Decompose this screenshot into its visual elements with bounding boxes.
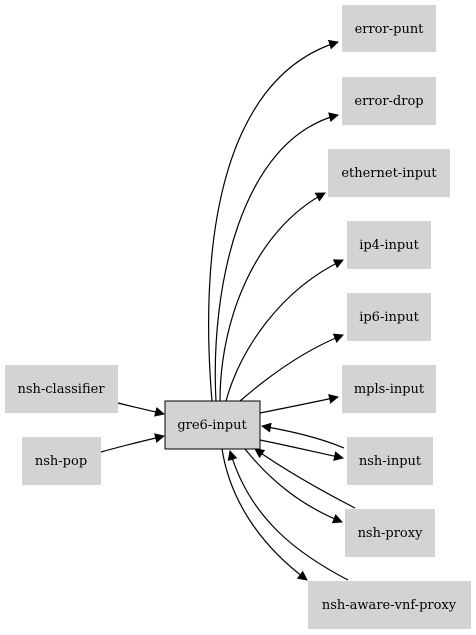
- node-nsh-aware-vnf-proxy[interactable]: nsh-aware-vnf-proxy: [308, 581, 471, 629]
- node-nsh-input[interactable]: nsh-input: [347, 437, 433, 485]
- node-box: [328, 149, 450, 197]
- node-box: [22, 437, 101, 485]
- edge-nsh-aware-vnf-proxy-to-gre6: [227, 450, 349, 581]
- edge-gre6-to-ip4-input: [225, 259, 344, 402]
- node-label: ethernet-input: [341, 166, 437, 181]
- node-label: nsh-proxy: [358, 526, 424, 541]
- edge-gre6-to-mpls-input: [259, 393, 339, 414]
- node-label: nsh-pop: [35, 454, 87, 469]
- node-box: [342, 5, 436, 52]
- node-error-drop[interactable]: error-drop: [342, 77, 436, 125]
- node-box: [345, 509, 435, 557]
- edge-gre6-to-nsh-input: [259, 439, 344, 462]
- node-label: gre6-input: [177, 418, 247, 433]
- edge-gre6-to-nsh-aware-vnf-proxy: [221, 448, 308, 581]
- node-box: [347, 293, 431, 341]
- node-label: error-drop: [354, 94, 423, 109]
- edge-nsh-proxy-to-gre6: [254, 448, 356, 509]
- node-label: nsh-classifier: [17, 382, 105, 397]
- node-nsh-proxy[interactable]: nsh-proxy: [345, 509, 435, 557]
- node-nsh-classifier[interactable]: nsh-classifier: [5, 365, 118, 413]
- edge-nsh-input-to-gre6: [261, 422, 345, 449]
- edge-nsh-classifier-to-gre6: [117, 402, 165, 417]
- node-label: ip4-input: [359, 238, 419, 253]
- edge-gre6-to-nsh-proxy: [244, 448, 343, 524]
- node-box: [342, 77, 436, 125]
- edge-gre6-to-error-punt: [208, 39, 339, 402]
- node-box: [342, 365, 436, 413]
- node-error-punt[interactable]: error-punt: [342, 5, 436, 52]
- node-label: ip6-input: [359, 310, 419, 325]
- node-box: [5, 365, 118, 413]
- node-ethernet-input[interactable]: ethernet-input: [328, 149, 450, 197]
- edge-gre6-to-ip6-input: [239, 333, 344, 402]
- node-label: nsh-aware-vnf-proxy: [322, 598, 457, 613]
- node-box: [347, 221, 431, 269]
- node-box: [308, 581, 471, 629]
- node-box: [164, 400, 261, 450]
- node-ip4-input[interactable]: ip4-input: [347, 221, 431, 269]
- node-gre6-input[interactable]: gre6-input: [164, 400, 261, 450]
- node-label: mpls-input: [354, 382, 425, 397]
- node-label: nsh-input: [359, 454, 422, 469]
- node-mpls-input[interactable]: mpls-input: [342, 365, 436, 413]
- node-nsh-pop[interactable]: nsh-pop: [22, 437, 101, 485]
- edges: [100, 39, 356, 581]
- edge-gre6-to-error-drop: [214, 112, 339, 402]
- edge-gre6-to-ethernet-input: [219, 192, 326, 402]
- edge-nsh-pop-to-gre6: [100, 433, 165, 453]
- node-box: [347, 437, 433, 485]
- node-ip6-input[interactable]: ip6-input: [347, 293, 431, 341]
- node-label: error-punt: [355, 22, 425, 37]
